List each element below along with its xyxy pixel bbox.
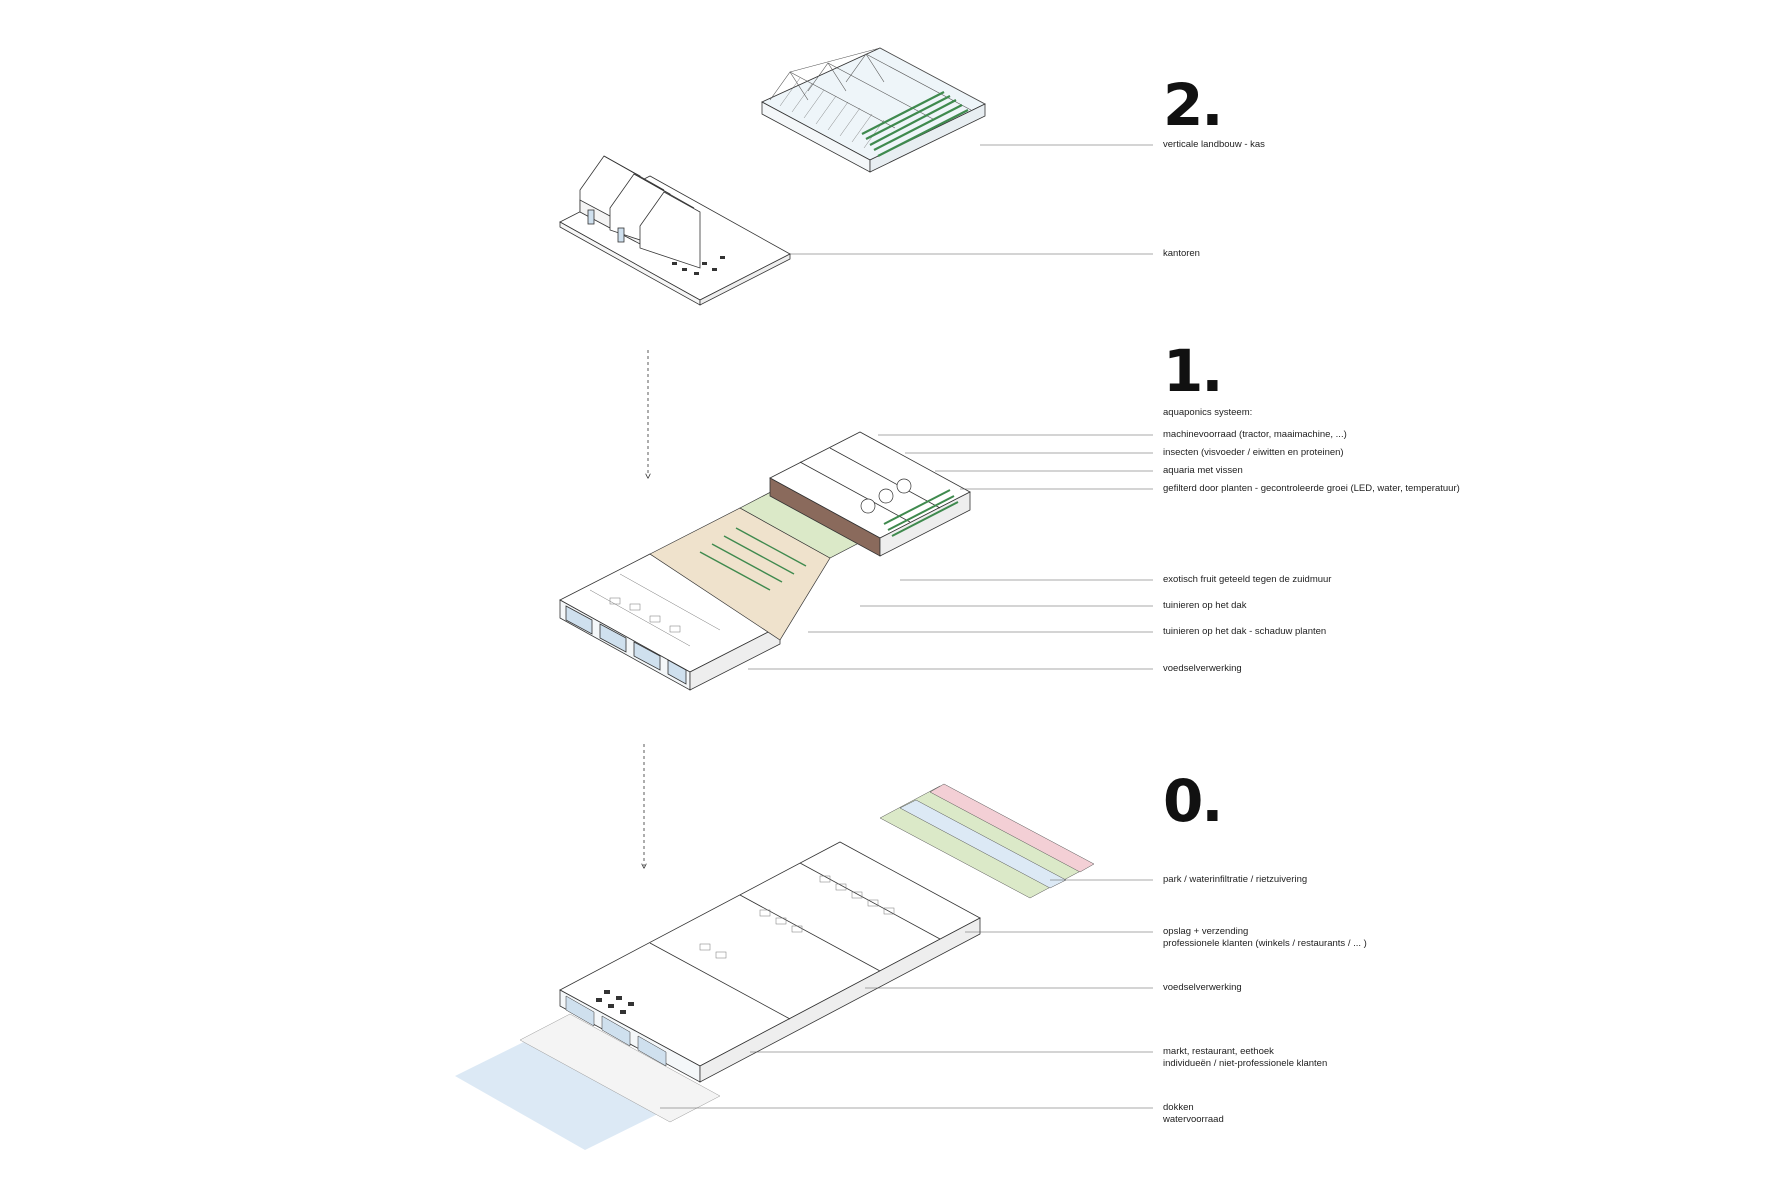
floor-1-label-3: aquaria met vissen	[1163, 465, 1243, 477]
floor-1-label-2: insecten (visvoeder / eiwitten en protei…	[1163, 447, 1344, 459]
floor-2-label-2: voedselverwerking	[1163, 982, 1242, 994]
floor-number-1: 1.	[1163, 337, 1223, 405]
floor-1-label-7: tuinieren op het dak - schaduw planten	[1163, 626, 1326, 638]
label-line: gefilterd door planten - gecontroleerde …	[1163, 483, 1460, 494]
label-line: park / waterinfiltratie / rietzuivering	[1163, 874, 1308, 885]
label-line: aquaponics systeem:	[1163, 407, 1253, 418]
label-line: watervoorraad	[1163, 1113, 1224, 1125]
label-line: professionele klanten (winkels / restaur…	[1163, 937, 1367, 949]
label-line: verticale landbouw - kas	[1163, 139, 1265, 150]
greenhouse-building	[761, 47, 986, 173]
label-line: insecten (visvoeder / eiwitten en protei…	[1163, 447, 1344, 458]
office-building	[559, 155, 791, 306]
floor1-processing-hall	[559, 553, 781, 691]
floor-number-2: 0.	[1163, 767, 1223, 835]
floor1-aquaponics-block	[769, 431, 971, 557]
floor0-park	[879, 783, 1095, 899]
label-line: dokken	[1163, 1102, 1194, 1113]
label-line: voedselverwerking	[1163, 663, 1242, 674]
label-line: markt, restaurant, eethoek	[1163, 1046, 1274, 1057]
floor-0-label-0: verticale landbouw - kas	[1163, 139, 1265, 151]
floor-number-0: 2.	[1163, 71, 1223, 139]
label-line: machinevoorraad (tractor, maaimachine, .…	[1163, 429, 1347, 440]
floor-1-label-0: aquaponics systeem:	[1163, 407, 1252, 419]
label-line: tuinieren op het dak	[1163, 600, 1247, 611]
floor-0-label-1: kantoren	[1163, 248, 1200, 260]
label-line: opslag + verzending	[1163, 926, 1249, 937]
floor-1-label-8: voedselverwerking	[1163, 663, 1242, 675]
floor1-rooftop-garden	[649, 481, 881, 641]
label-line: aquaria met vissen	[1163, 465, 1243, 476]
label-line: individueën / niet-professionele klanten	[1163, 1057, 1328, 1069]
label-line: kantoren	[1163, 248, 1200, 259]
floor-2-label-0: park / waterinfiltratie / rietzuivering	[1163, 874, 1307, 886]
floor-1-label-4: gefilterd door planten - gecontroleerde …	[1163, 483, 1460, 495]
floor0-main-building	[559, 841, 981, 1083]
floor0-quay	[519, 1013, 721, 1123]
floor-1-label-6: tuinieren op het dak	[1163, 600, 1246, 612]
floor-1-label-1: machinevoorraad (tractor, maaimachine, .…	[1163, 429, 1347, 441]
leader-lines	[660, 144, 1153, 1109]
floor-1-label-5: exotisch fruit geteeld tegen de zuidmuur	[1163, 574, 1331, 586]
label-line: tuinieren op het dak - schaduw planten	[1163, 626, 1327, 637]
label-line: voedselverwerking	[1163, 982, 1242, 993]
floor0-water-dock	[455, 1030, 678, 1150]
label-line: exotisch fruit geteeld tegen de zuidmuur	[1163, 574, 1332, 585]
